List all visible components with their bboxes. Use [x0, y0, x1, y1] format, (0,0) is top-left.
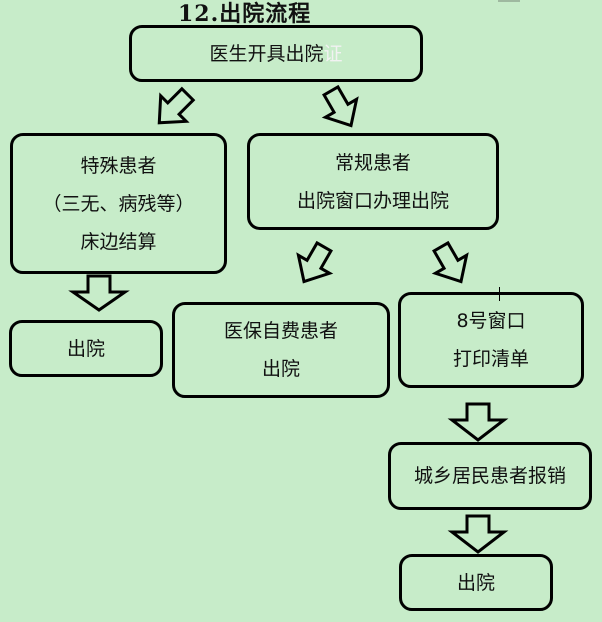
regular-line-1: 常规患者	[334, 151, 411, 174]
discharge-final-text: 出院	[456, 571, 495, 594]
node-special-patients: 特殊患者 （三无、病残等） 床边结算	[10, 133, 227, 274]
window8-line-2: 打印清单	[452, 348, 529, 370]
special-line-2: （三无、病残等）	[42, 192, 195, 215]
special-line-1: 特殊患者	[80, 154, 157, 177]
window8-line-1: 8号窗口	[456, 310, 526, 332]
node-discharge-left: 出院	[9, 320, 163, 377]
node-reimbursement: 城乡居民患者报销	[388, 442, 592, 510]
insurance-line-1: 医保自费患者	[223, 320, 338, 342]
arrow-special-to-discharge	[68, 274, 130, 312]
arrow-regular-to-insurance	[296, 240, 334, 284]
special-line-3: 床边结算	[80, 230, 157, 253]
page-edge-line	[498, 0, 520, 2]
regular-line-2: 出院窗口办理出院	[296, 189, 449, 212]
faint-char: 证	[323, 42, 343, 65]
discharge-left-text: 出院	[66, 337, 105, 360]
node-doctor-issues-certificate: 医生开具出院证	[129, 25, 423, 82]
arrow-start-to-special	[157, 86, 196, 125]
arrow-regular-to-window8	[431, 240, 469, 284]
arrow-start-to-regular	[321, 84, 359, 128]
reimburse-text: 城乡居民患者报销	[413, 465, 566, 487]
node-regular-patients: 常规患者 出院窗口办理出院	[247, 133, 499, 230]
node-insurance-selfpay: 医保自费患者 出院	[172, 302, 390, 398]
page-title: 12.出院流程	[178, 1, 312, 27]
arrow-window8-to-reimburse	[447, 402, 509, 442]
node-window-8: 8号窗口 打印清单	[398, 292, 584, 388]
text-cursor	[499, 287, 500, 301]
insurance-line-2: 出院	[261, 358, 300, 380]
node-discharge-final: 出院	[399, 554, 553, 611]
node-doctor-text: 医生开具出院证	[209, 42, 343, 65]
arrow-reimburse-to-discharge	[447, 514, 509, 554]
